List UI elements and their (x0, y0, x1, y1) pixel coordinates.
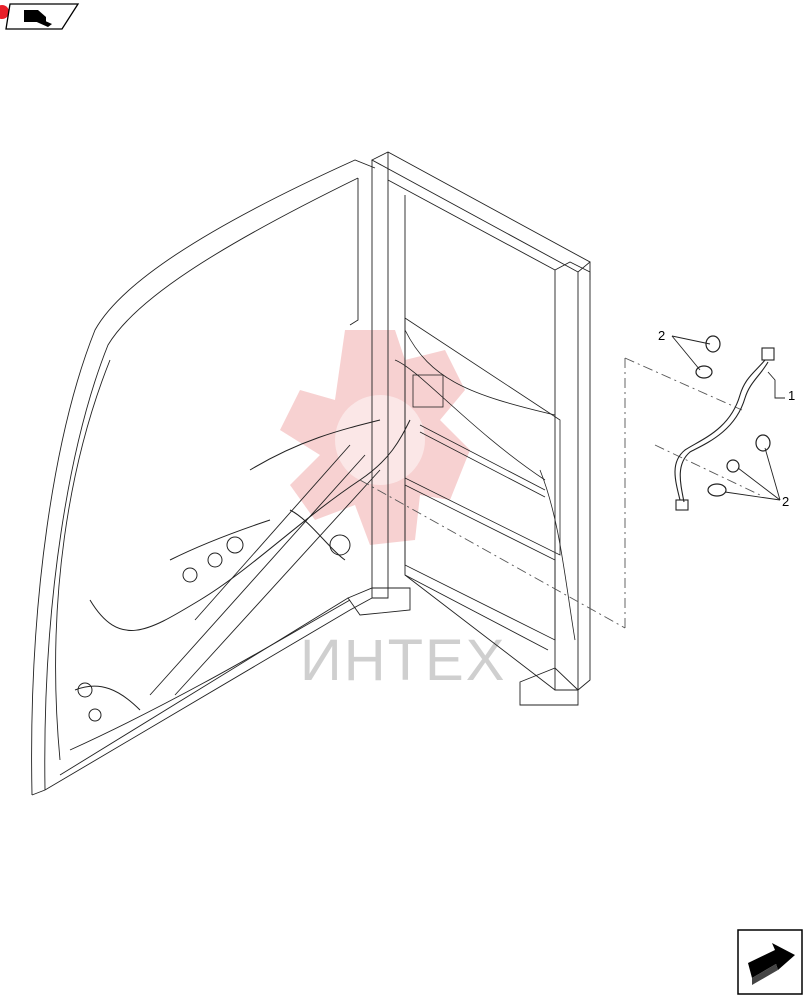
watermark-text: ИНТЕХ (300, 628, 506, 693)
assembly-line (359, 357, 761, 629)
harness-part (674, 347, 775, 511)
connector-bottom (675, 499, 689, 511)
cab-wiring-harness (74, 419, 411, 722)
plug-5 (707, 483, 727, 497)
callout-harness: 1 (788, 388, 795, 403)
rear-wall-panel (394, 317, 576, 641)
red-badge-icon (0, 5, 9, 19)
cab-frame-diagonal-brace (149, 444, 381, 696)
next-page-button[interactable] (737, 929, 803, 995)
plug-1 (705, 335, 721, 353)
plug-2 (695, 365, 713, 379)
plug-4 (726, 459, 740, 473)
plug-3 (755, 434, 771, 452)
cab-frame-rear-pillar (347, 151, 591, 706)
back-nav-tab[interactable] (0, 3, 80, 30)
plugs (695, 335, 771, 497)
leader-lines (671, 335, 785, 501)
cab-frame-front-pillar (31, 159, 376, 796)
back-arrow-icon (24, 10, 52, 27)
callout-plug-bottom: 2 (782, 494, 789, 509)
next-page-arrow-icon (748, 943, 795, 985)
connector-top (761, 347, 775, 361)
watermark-emblem (280, 330, 470, 545)
callout-plug-top: 2 (658, 328, 665, 343)
